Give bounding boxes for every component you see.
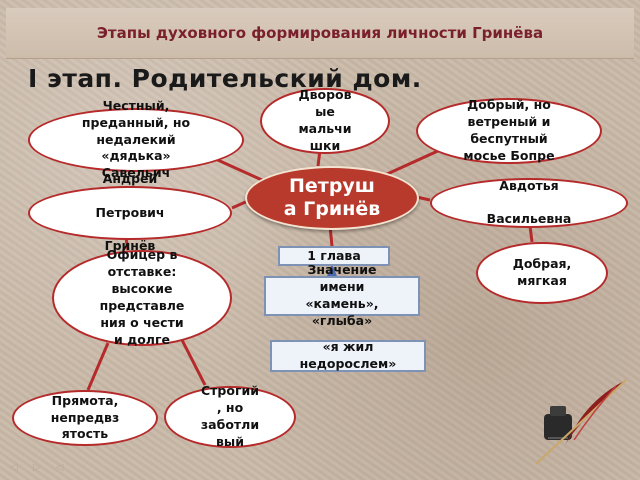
slide-nav-hint[interactable]: ◁ ▷ ◁ bbox=[10, 462, 70, 473]
box-znachenie: Значение имени «камень», «глыба» bbox=[264, 262, 420, 328]
node-dvorovye: Дворов ые мальчи шки bbox=[260, 87, 390, 154]
node-bopre: Добрый, но ветреный и беспутный мосье Бо… bbox=[416, 97, 602, 164]
node-dobraya: Добрая, мягкая bbox=[476, 242, 608, 304]
link-bopre bbox=[384, 148, 441, 177]
slide-title: Этапы духовного формирования личности Гр… bbox=[96, 24, 544, 42]
node-officer: Офицер в отставке: высокие представле ни… bbox=[52, 247, 232, 347]
node-avdotya: Авдотья Васильевна bbox=[430, 178, 628, 228]
link-pryamota bbox=[86, 342, 110, 391]
box-glava: 1 глава bbox=[278, 246, 390, 266]
title-bar bbox=[6, 8, 634, 59]
inkwell-quill-icon bbox=[535, 379, 627, 465]
stage-heading: I этап. Родительский дом. bbox=[28, 64, 422, 93]
link-strogiy bbox=[180, 339, 207, 386]
node-savelich: Честный, преданный, но недалекий «дядька… bbox=[28, 98, 244, 180]
node-strogiy: Строгий , но заботли вый bbox=[164, 383, 296, 449]
node-andrey: Андрей Петрович Гринёв bbox=[28, 171, 232, 253]
link-dobraya bbox=[528, 225, 534, 243]
box-nedorosl: «я жил недорослем» bbox=[270, 339, 426, 372]
arrow-icon bbox=[327, 264, 337, 276]
node-pryamota: Прямота, непредвз ятость bbox=[12, 390, 158, 446]
center-node-grinev: Петруш а Гринёв bbox=[245, 166, 419, 230]
